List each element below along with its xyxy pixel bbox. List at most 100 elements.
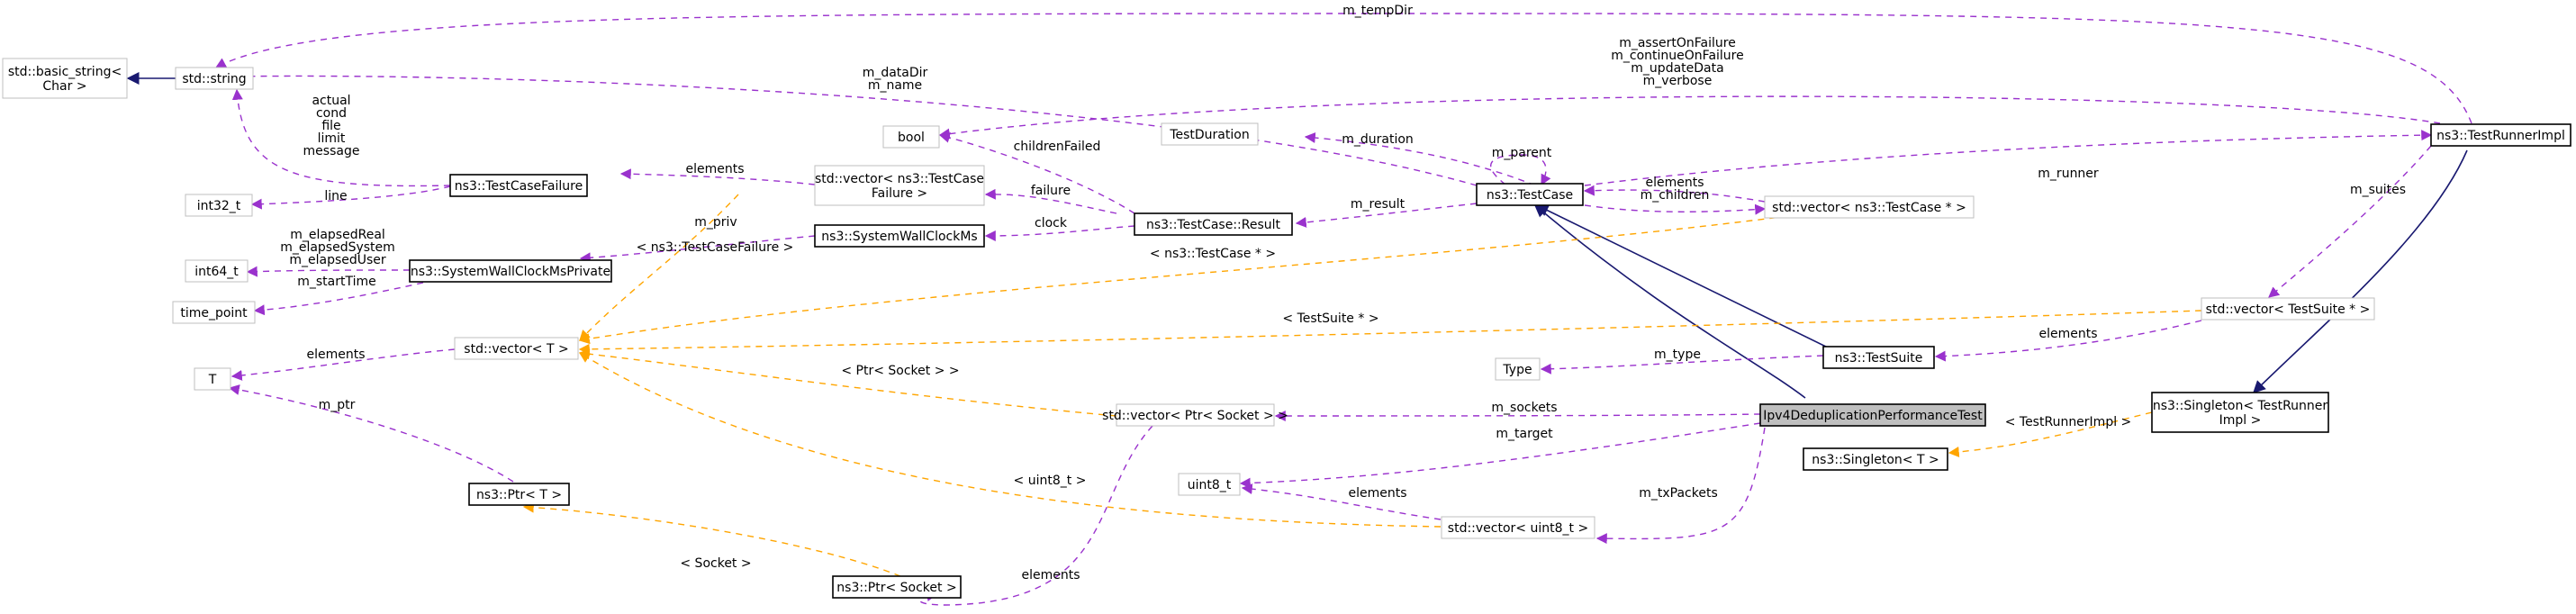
- node-vec-testcase-ptr-label: std::vector< ns3::TestCase * >: [1772, 201, 1966, 215]
- label-tmpl-ptr-socket-line: < Ptr< Socket > >: [841, 364, 959, 378]
- edge-m-type: [1540, 355, 1824, 375]
- node-uint8-box: [1178, 473, 1241, 496]
- edge-elements-uint8: [1241, 483, 1442, 520]
- label-elements-uint8: elements: [1348, 486, 1406, 501]
- label-elements-socket: elements: [1021, 568, 1080, 582]
- label-clock-line: clock: [1035, 216, 1068, 230]
- node-vec-testsuite-ptr[interactable]: std::vector< TestSuite * >: [2201, 297, 2375, 321]
- node-std-string[interactable]: std::string: [175, 67, 254, 90]
- label-failure-fields-line: actual: [312, 94, 350, 108]
- node-test-duration[interactable]: TestDuration: [1161, 122, 1259, 146]
- edge-tmpl-testcasefailure: [579, 194, 739, 341]
- label-start-time: m_startTime: [297, 275, 376, 289]
- label-m-result-line: m_result: [1351, 197, 1406, 212]
- label-failure-fields-line: file: [321, 119, 340, 133]
- edge-clock: [984, 225, 1135, 241]
- label-datadir-name-line: m_dataDir: [863, 66, 928, 80]
- node-type-box: [1495, 357, 1541, 381]
- edge-m-priv: [579, 235, 816, 264]
- edge-elapsed: [246, 266, 411, 277]
- node-runner-impl-label: ns3::TestRunnerImpl: [2436, 129, 2565, 143]
- node-vector-T-label: std::vector< T >: [464, 342, 568, 357]
- node-syswall-private-box: [409, 259, 612, 283]
- edge-m-sockets: [1274, 410, 1761, 421]
- node-std-string-box: [175, 67, 254, 90]
- node-singleton-runner[interactable]: ns3::Singleton< TestRunnerImpl >: [2151, 392, 2329, 433]
- label-m-target: m_target: [1496, 427, 1553, 441]
- label-tmpl-socket: < Socket >: [680, 556, 751, 571]
- label-clock: clock: [1035, 216, 1068, 230]
- label-elements-failure: elements: [685, 162, 744, 176]
- label-m-parent-line: m_parent: [1492, 146, 1552, 160]
- node-T[interactable]: T: [194, 367, 231, 391]
- node-uint8[interactable]: uint8_t: [1178, 473, 1241, 496]
- node-vec-testcase-ptr-box: [1764, 195, 1975, 219]
- node-bool[interactable]: bool: [882, 125, 940, 149]
- node-int64-box: [185, 259, 249, 283]
- label-m-sockets-line: m_sockets: [1491, 401, 1557, 415]
- node-singleton-T[interactable]: ns3::Singleton< T >: [1803, 447, 1948, 471]
- label-tmpl-testcasefailure: < ns3::TestCaseFailure >: [637, 240, 794, 255]
- node-vec-ptr-socket-box: [1116, 403, 1275, 427]
- node-uint8-label: uint8_t: [1188, 478, 1232, 492]
- node-runner-impl-box: [2430, 123, 2571, 147]
- node-testsuite[interactable]: ns3::TestSuite: [1822, 346, 1935, 369]
- node-ipv4-box: [1759, 403, 1986, 427]
- node-testsuite-label: ns3::TestSuite: [1835, 351, 1923, 366]
- node-bool-box: [882, 125, 940, 149]
- node-result[interactable]: ns3::TestCase::Result: [1134, 212, 1293, 236]
- label-runner-flags-line: m_verbose: [1643, 74, 1713, 88]
- label-m-priv: m_priv: [694, 215, 737, 230]
- node-vec-testcase-ptr[interactable]: std::vector< ns3::TestCase * >: [1764, 195, 1975, 219]
- node-syswall-private[interactable]: ns3::SystemWallClockMsPrivate: [409, 259, 612, 283]
- label-elements-socket-line: elements: [1021, 568, 1080, 582]
- node-vec-uint8-box: [1441, 516, 1595, 539]
- edge-tmpl-socket: [522, 501, 901, 577]
- node-type[interactable]: Type: [1495, 357, 1541, 381]
- node-vec-ptr-socket-label: std::vector< Ptr< Socket > >: [1102, 409, 1288, 423]
- node-int32[interactable]: int32_t: [185, 194, 253, 217]
- node-result-box: [1134, 212, 1293, 236]
- node-ptr-socket-label: ns3::Ptr< Socket >: [836, 581, 956, 595]
- node-basic-string-label: Char >: [42, 79, 86, 94]
- label-m-type-line: m_type: [1654, 348, 1701, 362]
- edge-failure: [984, 188, 1117, 214]
- edge-elements-failure: [619, 168, 816, 185]
- edge-runner-to-singleton: [2253, 149, 2468, 393]
- node-vec-failure-label: std::vector< ns3::TestCase: [815, 172, 984, 186]
- node-type-label: Type: [1502, 363, 1532, 377]
- label-runner-flags-line: m_assertOnFailure: [1619, 36, 1736, 50]
- node-int64[interactable]: int64_t: [185, 259, 249, 283]
- label-failure-fields-line: limit: [318, 131, 346, 146]
- node-test-case-failure[interactable]: ns3::TestCaseFailure: [449, 174, 588, 197]
- node-testcase[interactable]: ns3::TestCase: [1476, 183, 1584, 206]
- label-elements-children: elements: [1645, 176, 1704, 190]
- label-m-parent: m_parent: [1492, 146, 1552, 160]
- node-vector-T[interactable]: std::vector< T >: [454, 337, 579, 360]
- node-vec-ptr-socket[interactable]: std::vector< Ptr< Socket > >: [1102, 403, 1288, 427]
- node-testsuite-box: [1822, 346, 1935, 369]
- label-failure-line: failure: [1031, 184, 1071, 198]
- edge-m-parent: [1490, 154, 1551, 186]
- node-vec-uint8[interactable]: std::vector< uint8_t >: [1441, 516, 1595, 539]
- node-ipv4[interactable]: Ipv4DeduplicationPerformanceTest: [1759, 403, 1986, 427]
- edge-elements-socket: [919, 425, 1153, 606]
- label-m-children-line: m_children: [1641, 188, 1710, 203]
- edge-line: [250, 185, 451, 210]
- label-start-time-line: m_startTime: [297, 275, 376, 289]
- label-m-runner-line: m_runner: [2038, 167, 2099, 181]
- node-ptr-socket[interactable]: ns3::Ptr< Socket >: [832, 575, 962, 599]
- node-time-point[interactable]: time_point: [172, 301, 256, 324]
- node-runner-impl[interactable]: ns3::TestRunnerImpl: [2430, 123, 2571, 147]
- label-failure-fields-line: message: [303, 144, 360, 158]
- label-m-sockets: m_sockets: [1491, 401, 1557, 415]
- node-bool-label: bool: [898, 131, 925, 145]
- node-syswall[interactable]: ns3::SystemWallClockMs: [814, 224, 985, 248]
- edge-m-tempdir: [214, 13, 2472, 124]
- node-vec-failure[interactable]: std::vector< ns3::TestCaseFailure >: [814, 165, 985, 206]
- edge-runner-flags: [938, 95, 2441, 140]
- node-basic-string[interactable]: std::basic_string<Char >: [2, 58, 128, 99]
- node-ptr-T[interactable]: ns3::Ptr< T >: [468, 483, 570, 506]
